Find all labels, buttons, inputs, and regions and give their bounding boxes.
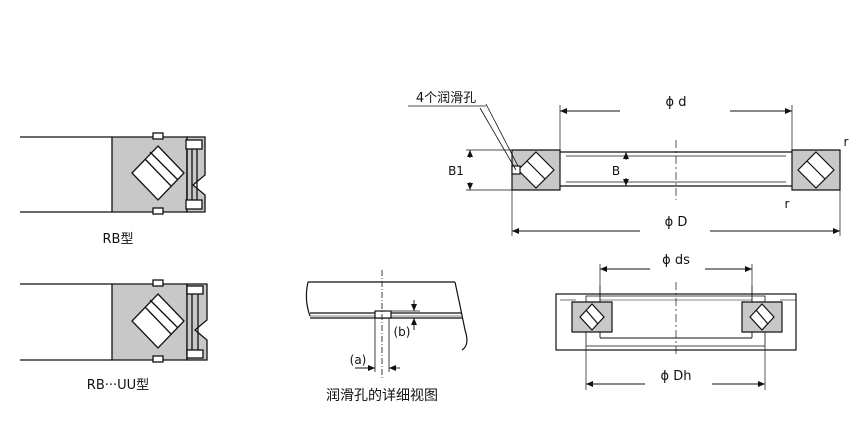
rbuu-type-view [20, 279, 208, 363]
lube-hole-detail-view [305, 270, 468, 378]
rb-caption: RB型 [103, 232, 134, 247]
corner-radius-bottom: r [785, 197, 790, 211]
rb-type-view [20, 132, 206, 215]
dimension-ds: ϕ ds [662, 253, 690, 268]
dimension-d: ϕ d [666, 95, 687, 110]
rbuu-caption: RB···UU型 [87, 378, 149, 393]
dimension-label-b: (b) [394, 325, 411, 339]
corner-radius-top: r [844, 135, 849, 149]
lube-hole-callout: 4个润滑孔 [416, 91, 476, 106]
dimension-label-a: (a) [350, 353, 367, 367]
mounting-section-view [555, 264, 797, 390]
bearing-section-view [408, 103, 841, 236]
dimension-B1: B1 [448, 164, 464, 178]
detail-caption: 润滑孔的详细视图 [326, 387, 438, 404]
dimension-D: ϕ D [665, 215, 688, 230]
dimension-B: B [612, 164, 620, 178]
dimension-Dh: ϕ Dh [661, 369, 692, 384]
